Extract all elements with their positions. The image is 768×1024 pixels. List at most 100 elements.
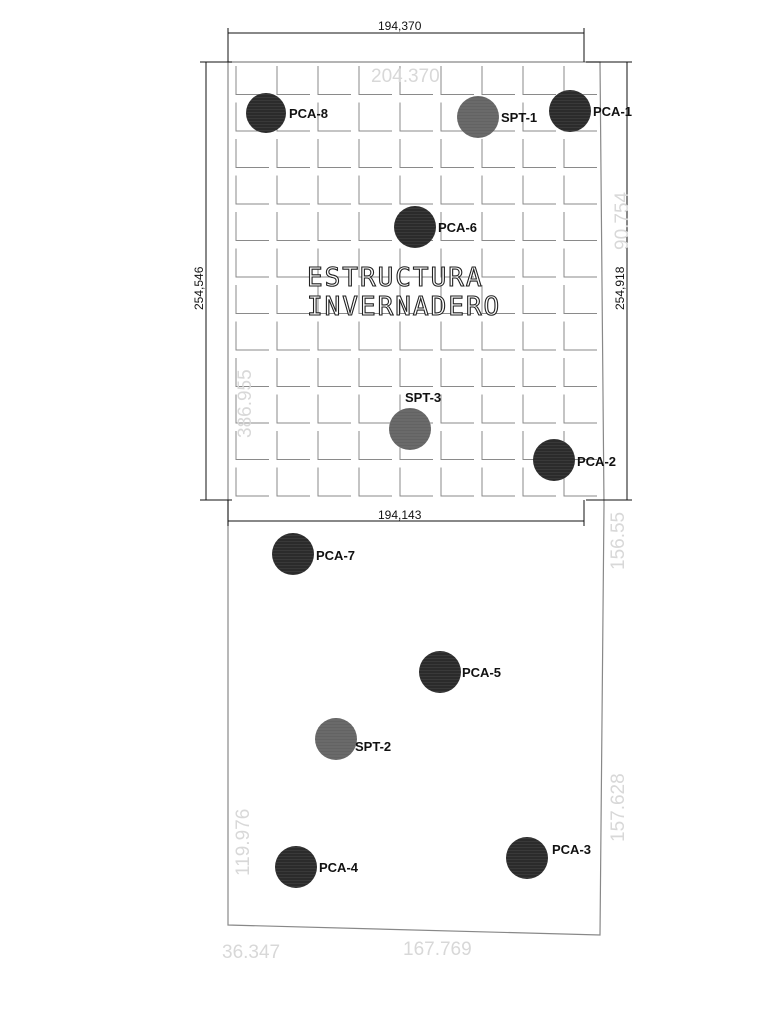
grid-cell xyxy=(440,321,474,351)
grid-cell xyxy=(276,175,310,205)
point-hatch-pca-1 xyxy=(549,90,591,132)
grid-cell xyxy=(276,285,310,314)
grid-cell xyxy=(317,321,351,351)
grid-cell xyxy=(481,431,515,460)
grid-cell xyxy=(235,431,269,460)
dim-left: 254,546 xyxy=(192,266,206,310)
grid-cell xyxy=(358,139,392,168)
grid-cell xyxy=(358,102,392,132)
point-hatch-pca-5 xyxy=(419,651,461,693)
point-label-spt-3: SPT-3 xyxy=(405,390,441,405)
ghost-dim-left-lower: 119.976 xyxy=(233,809,254,876)
grid-cell xyxy=(317,175,351,205)
ghost-dim-bottom-mid: 167.769 xyxy=(403,939,472,960)
grid-cell xyxy=(481,175,515,205)
dim-right: 254,918 xyxy=(613,266,627,310)
point-label-pca-4: PCA-4 xyxy=(319,860,359,875)
point-spt-3: SPT-3 xyxy=(389,390,441,450)
grid-cell xyxy=(522,321,556,351)
dim-top: 194,370 xyxy=(378,19,422,33)
grid-cell xyxy=(317,285,351,314)
grid-cell xyxy=(440,431,474,460)
grid-cell xyxy=(317,66,351,95)
grid-cell xyxy=(481,212,515,241)
point-pca-2: PCA-2 xyxy=(533,439,616,481)
grid-cell xyxy=(399,175,433,205)
ghost-dim-right-upper: 90.754 xyxy=(612,191,633,250)
grid-cell xyxy=(317,139,351,168)
grid-cell xyxy=(522,66,556,95)
point-label-pca-2: PCA-2 xyxy=(577,454,616,469)
grid-cell xyxy=(358,285,392,314)
point-label-spt-1: SPT-1 xyxy=(501,110,537,125)
point-label-pca-6: PCA-6 xyxy=(438,220,477,235)
grid-cell xyxy=(276,212,310,241)
grid-cell xyxy=(276,321,310,351)
point-pca-7: PCA-7 xyxy=(272,533,355,575)
grid-cell xyxy=(235,66,269,95)
point-label-pca-3: PCA-3 xyxy=(552,842,591,857)
grid-cell xyxy=(440,394,474,424)
grid-cell xyxy=(276,467,310,497)
dimension-lines xyxy=(200,28,632,526)
point-pca-8: PCA-8 xyxy=(246,93,328,133)
grid-cell xyxy=(440,175,474,205)
grid-cell xyxy=(358,66,392,95)
grid-cell xyxy=(481,394,515,424)
grid-cell xyxy=(440,139,474,168)
grid-cell xyxy=(358,321,392,351)
point-hatch-spt-3 xyxy=(389,408,431,450)
grid-cell xyxy=(399,102,433,132)
grid-cell xyxy=(235,139,269,168)
grid-cell xyxy=(399,66,433,95)
ghost-dim-bottom-left: 36.347 xyxy=(222,942,280,963)
grid-cell xyxy=(317,431,351,460)
grid-cell xyxy=(481,467,515,497)
grid-cell xyxy=(358,358,392,387)
grid-cell xyxy=(235,175,269,205)
grid-cell xyxy=(276,431,310,460)
point-label-pca-7: PCA-7 xyxy=(316,548,355,563)
grid-cell xyxy=(563,248,597,278)
grid-cell xyxy=(276,66,310,95)
grid-cell xyxy=(440,248,474,278)
grid-cell xyxy=(317,467,351,497)
grid-cell xyxy=(481,285,515,314)
point-spt-2: SPT-2 xyxy=(315,718,391,760)
grid-cell xyxy=(440,358,474,387)
grid-cell xyxy=(235,285,269,314)
grid-cell xyxy=(522,394,556,424)
grid-cell xyxy=(522,139,556,168)
grid-cell xyxy=(276,248,310,278)
grid-cell xyxy=(317,248,351,278)
point-hatch-pca-7 xyxy=(272,533,314,575)
grid-cell xyxy=(358,248,392,278)
grid-cell xyxy=(440,212,474,241)
grid-cell xyxy=(563,394,597,424)
grid-cell xyxy=(358,175,392,205)
grid-cell xyxy=(399,285,433,314)
grid-cell xyxy=(358,431,392,460)
grid-cell xyxy=(276,358,310,387)
lot-outline xyxy=(227,61,605,936)
grid-cell xyxy=(522,248,556,278)
grid-cell xyxy=(399,248,433,278)
ghost-dim-top: 204.370 xyxy=(371,66,440,87)
point-hatch-pca-2 xyxy=(533,439,575,481)
grid-cell xyxy=(399,467,433,497)
dim-greenhouse-bottom: 194,143 xyxy=(378,508,422,522)
grid-cell xyxy=(235,248,269,278)
point-hatch-pca-8 xyxy=(246,93,286,133)
grid-cell xyxy=(317,394,351,424)
grid-cell xyxy=(481,321,515,351)
grid-cell xyxy=(563,139,597,168)
point-hatch-pca-4 xyxy=(275,846,317,888)
point-label-spt-2: SPT-2 xyxy=(355,739,391,754)
grid-cell xyxy=(563,175,597,205)
grid-cell xyxy=(235,321,269,351)
point-label-pca-5: PCA-5 xyxy=(462,665,501,680)
grid-cell xyxy=(522,467,556,497)
grid-cell xyxy=(481,66,515,95)
